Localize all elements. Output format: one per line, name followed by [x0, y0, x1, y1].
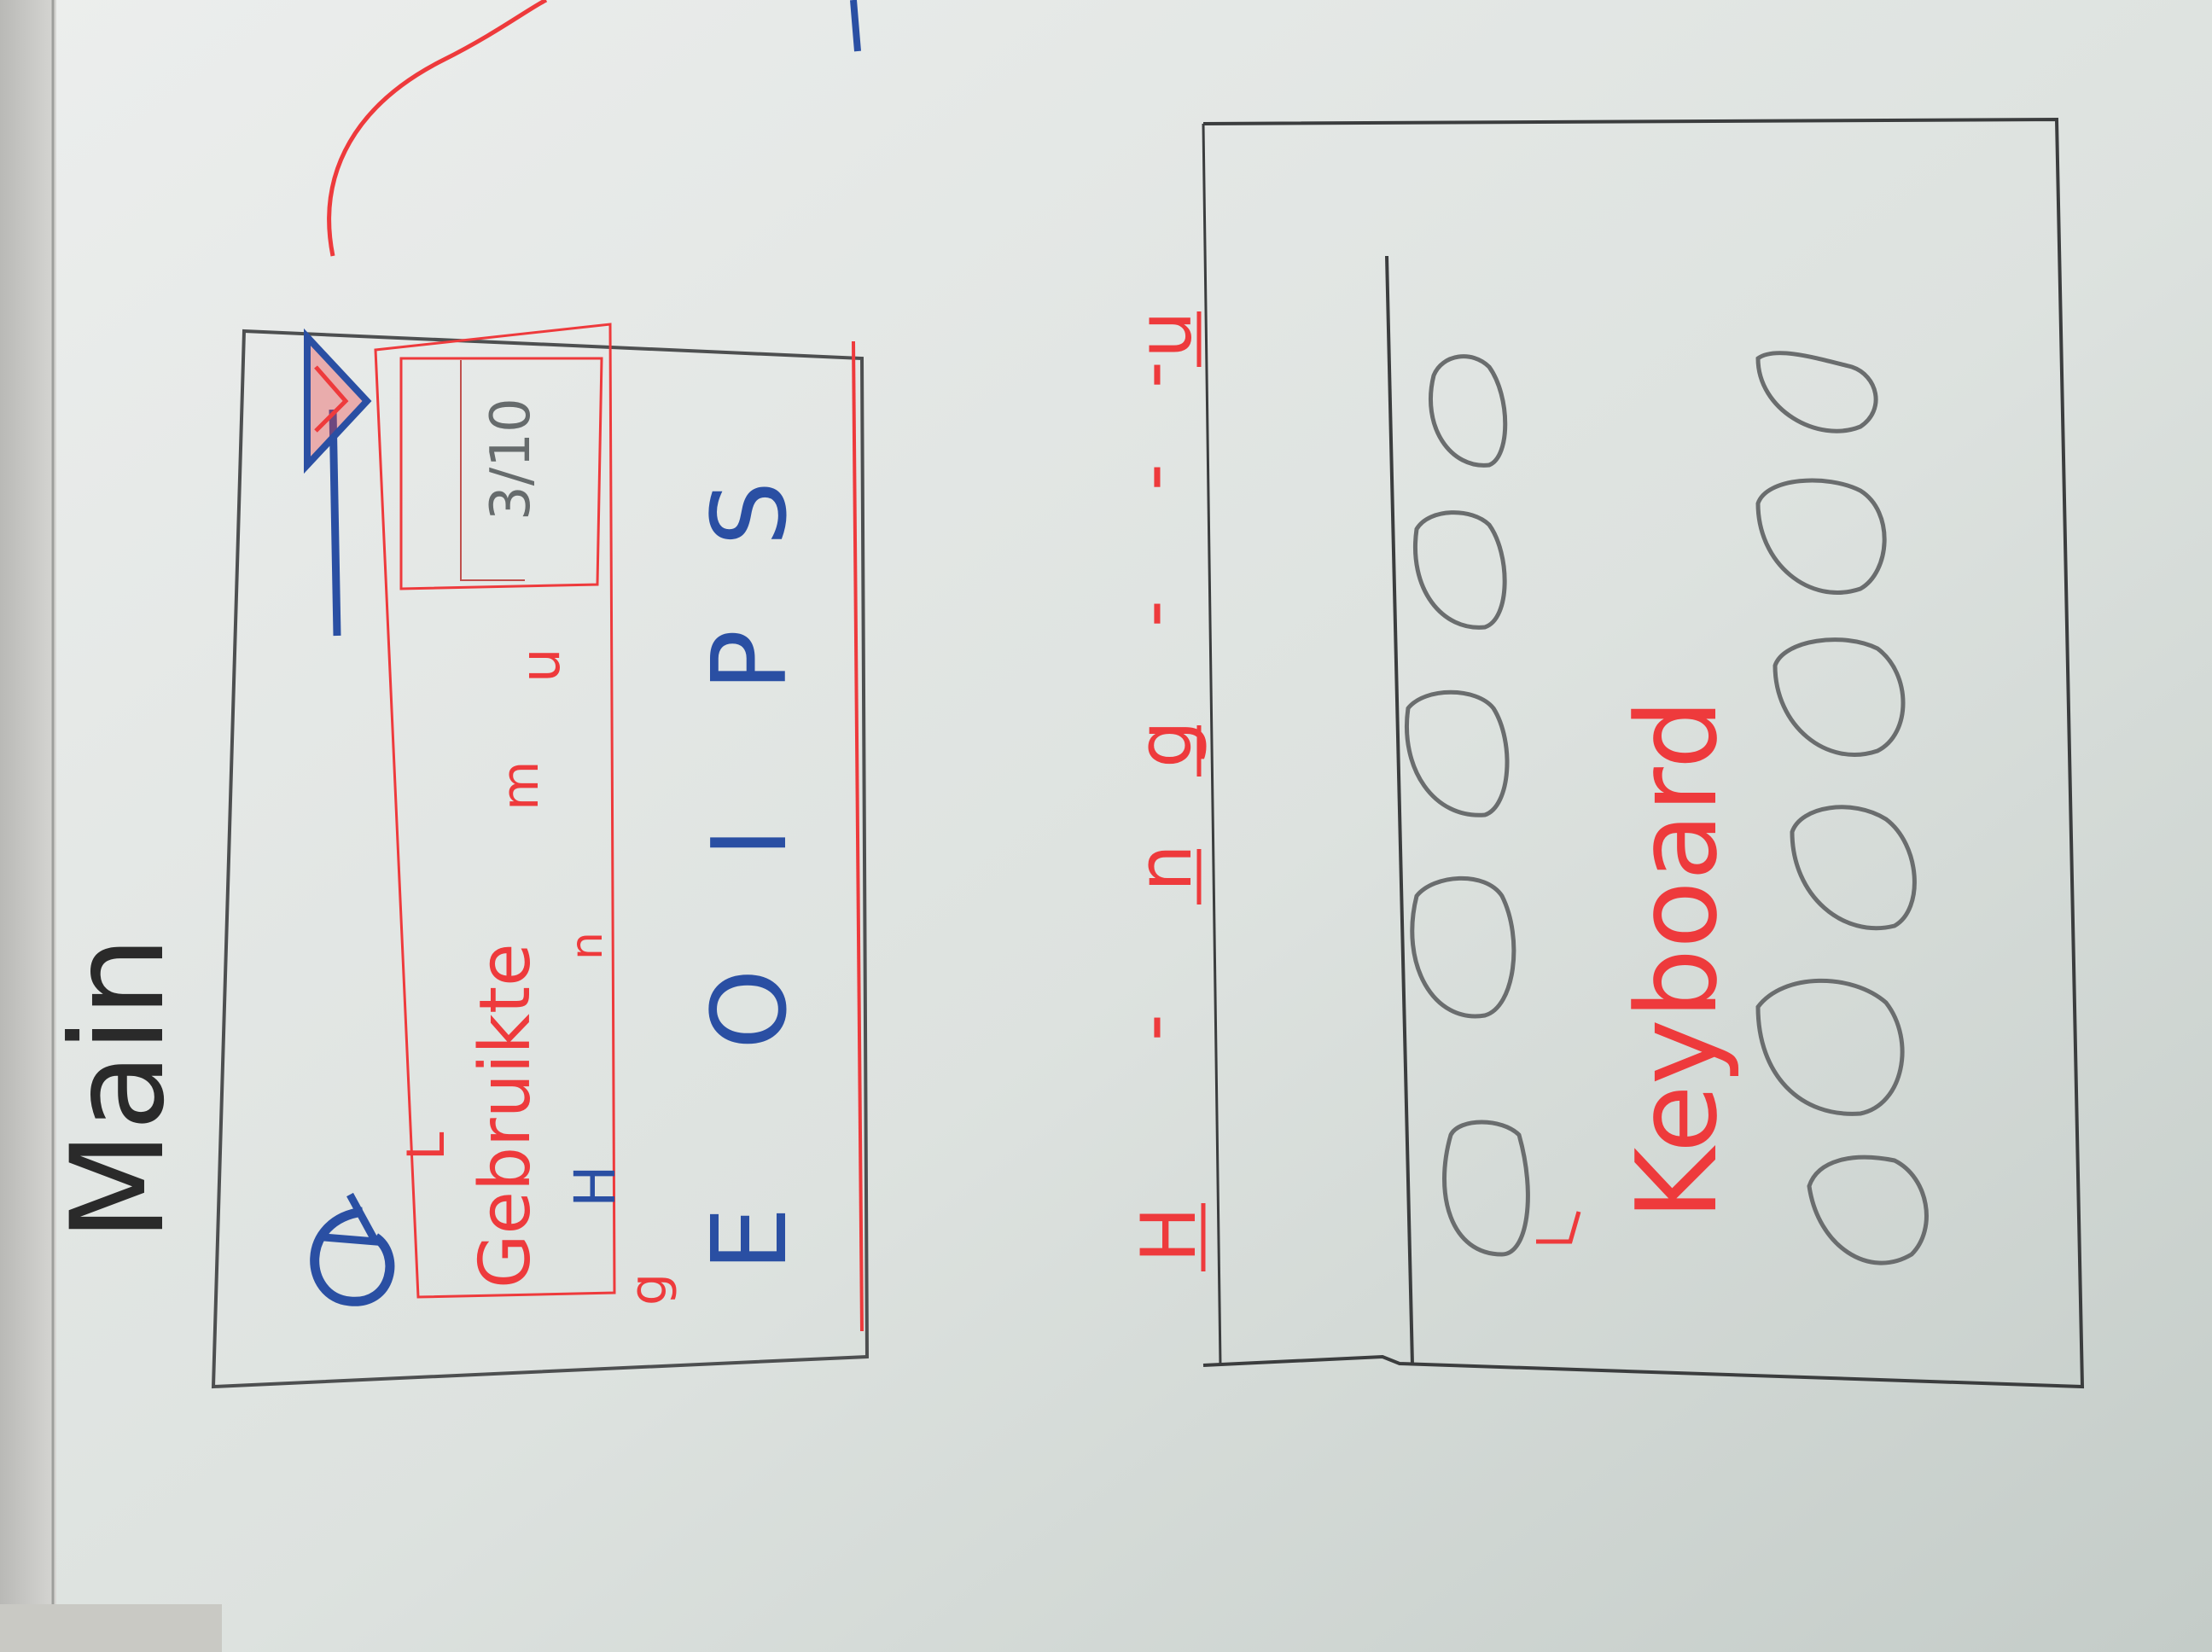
- used-letter-3: n: [562, 932, 613, 960]
- divider-top: [852, 340, 864, 1332]
- word-slot-2: -: [1108, 1014, 1196, 1041]
- key-2-4[interactable]: [1773, 637, 1906, 757]
- guessed-letter-2: O: [691, 969, 810, 1050]
- counter-text: 3/10: [480, 398, 543, 521]
- stray-red-arc: [327, 0, 548, 257]
- used-letter-5: g: [619, 1273, 678, 1306]
- used-letters-word: Gebruikte: [465, 943, 546, 1288]
- guessed-letter-1: E: [691, 1207, 810, 1271]
- header-box: [374, 323, 616, 1299]
- used-letter-1: L: [397, 1131, 457, 1160]
- used-letter-2: m: [491, 761, 550, 811]
- phone-mockup-right: [1202, 117, 2085, 1389]
- keyboard-label-pointer: [1536, 1211, 1581, 1244]
- used-letter-6: H: [562, 1165, 628, 1207]
- guessed-letter-3: I: [691, 828, 810, 858]
- keyboard-label: Keyboard: [1612, 699, 1742, 1220]
- right-arrow-icon[interactable]: [304, 328, 372, 637]
- key-2-5[interactable]: [1755, 478, 1887, 595]
- keyboard-row-1: [1405, 354, 1530, 1257]
- phone-mockup-left: [211, 329, 870, 1389]
- used-letter-4: u: [509, 648, 573, 683]
- stray-blue-mark: [850, 0, 861, 52]
- key-2-2[interactable]: [1755, 978, 1905, 1116]
- key-1-1[interactable]: [1442, 1120, 1530, 1257]
- board-frame-left: [0, 0, 56, 1652]
- guessed-letter-4: P: [691, 630, 810, 691]
- counter-box-inner: [460, 360, 525, 581]
- word-slot-1: H: [1125, 1207, 1213, 1263]
- heading-main: Main: [44, 936, 193, 1242]
- circular-arrow-icon[interactable]: [310, 1192, 395, 1306]
- key-2-3[interactable]: [1790, 805, 1917, 931]
- word-slot-8: u: [1121, 311, 1208, 358]
- keyboard-row-2: [1755, 351, 1929, 1265]
- word-slot-5: -: [1108, 600, 1196, 627]
- slot-underlines: [1196, 311, 1206, 1271]
- word-slot-7: -: [1108, 361, 1196, 388]
- guessed-letter-5: S: [691, 481, 810, 546]
- keyboard-divider: [1385, 255, 1414, 1366]
- key-1-3[interactable]: [1405, 689, 1510, 817]
- counter-box: [399, 357, 603, 590]
- word-slot-3: n: [1121, 844, 1208, 892]
- word-slot-6: -: [1108, 463, 1196, 491]
- key-2-1[interactable]: [1807, 1155, 1929, 1265]
- key-1-4[interactable]: [1413, 510, 1507, 630]
- key-1-2[interactable]: [1410, 875, 1516, 1019]
- key-2-6[interactable]: [1755, 351, 1878, 433]
- right-mockup-top: [1202, 123, 1222, 1366]
- word-slot-4: g: [1121, 720, 1208, 768]
- key-1-5[interactable]: [1428, 354, 1508, 468]
- board-frame-bottom: [0, 1604, 222, 1652]
